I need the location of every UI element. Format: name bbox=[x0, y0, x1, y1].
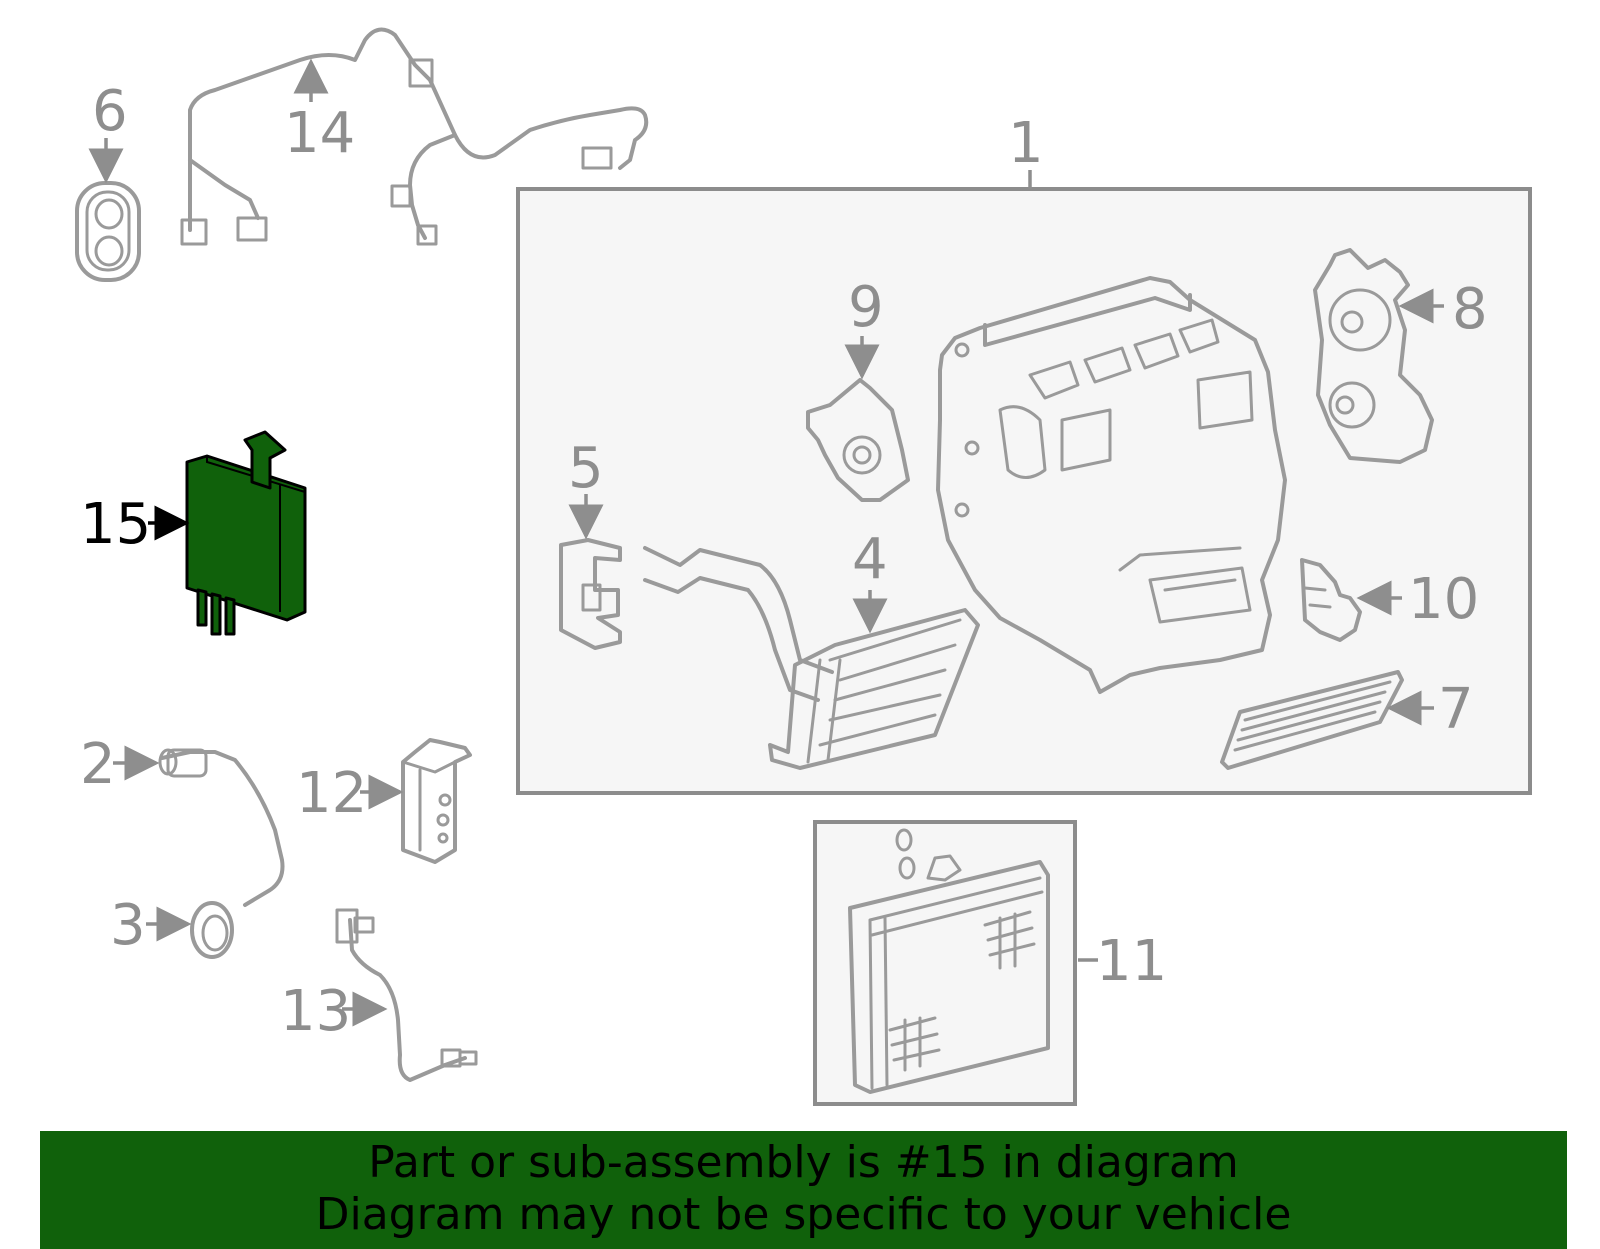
part-11-evaporator bbox=[848, 828, 1050, 1094]
callout-8-label: 8 bbox=[1452, 277, 1488, 342]
callout-11-label: 11 bbox=[1096, 929, 1167, 994]
callout-15-label: 15 bbox=[80, 492, 151, 557]
part-13-sensor-wire bbox=[335, 908, 478, 1082]
part-7-filter bbox=[1220, 670, 1404, 770]
part-6-grommet bbox=[75, 181, 141, 282]
callout-4-label: 4 bbox=[852, 527, 888, 592]
hvac-housing bbox=[936, 276, 1287, 694]
banner-line-1: Part or sub-assembly is #15 in diagram bbox=[368, 1137, 1239, 1188]
part-2-pipe bbox=[158, 748, 285, 907]
callout-13-label: 13 bbox=[280, 979, 351, 1044]
callout-5-label: 5 bbox=[568, 436, 604, 501]
part-12-expansion-valve bbox=[401, 738, 472, 864]
part-9-actuator bbox=[806, 378, 910, 502]
callout-14-label: 14 bbox=[284, 101, 355, 166]
callout-10-label: 10 bbox=[1408, 567, 1479, 632]
callout-1-label: 1 bbox=[1008, 111, 1044, 176]
banner-line-2: Diagram may not be specific to your vehi… bbox=[315, 1189, 1292, 1240]
callout-3-label: 3 bbox=[110, 893, 146, 958]
info-banner: Part or sub-assembly is #15 in diagram D… bbox=[40, 1131, 1567, 1249]
callout-7-label: 7 bbox=[1438, 677, 1474, 742]
part-5-clip bbox=[559, 538, 622, 650]
evaporator-box bbox=[813, 820, 1077, 1106]
callout-9-label: 9 bbox=[848, 275, 884, 340]
callout-6-label: 6 bbox=[92, 79, 128, 144]
part-8-blower-motor bbox=[1313, 248, 1434, 464]
part-3-cap bbox=[190, 901, 234, 959]
callout-2-label: 2 bbox=[80, 732, 116, 797]
callout-12-label: 12 bbox=[296, 761, 367, 826]
part-15-module-highlighted bbox=[185, 430, 307, 636]
part-4-heater-core bbox=[643, 546, 980, 770]
